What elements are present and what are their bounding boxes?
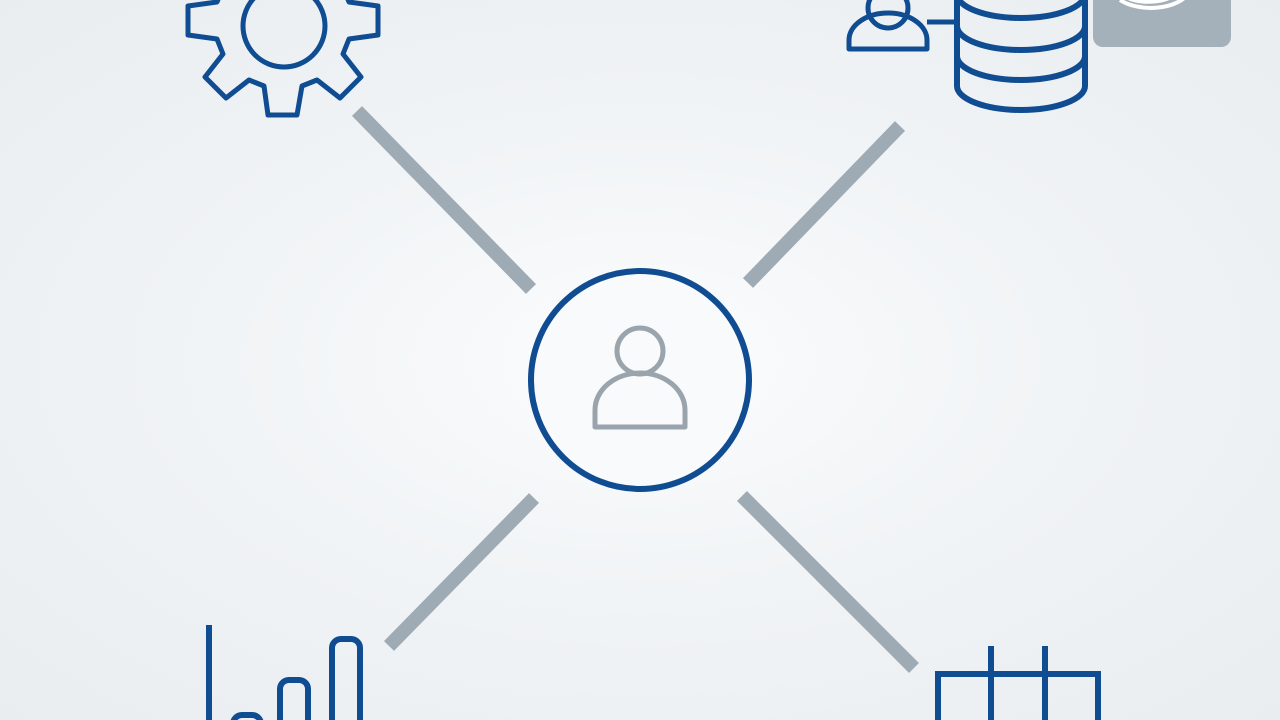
center-node — [528, 268, 752, 492]
connectors — [351, 106, 919, 673]
chart-bar-3 — [329, 636, 363, 720]
chart-bar-1 — [230, 712, 264, 720]
center-circle — [528, 268, 752, 492]
tile-inner-icon — [1118, 0, 1185, 10]
connector-top-left — [351, 106, 537, 294]
gear-icon — [185, 0, 381, 118]
user-database-icon — [846, 0, 1231, 113]
connector-bottom-right — [737, 491, 919, 673]
grid-table-icon — [935, 646, 1101, 720]
bar-chart-icon — [206, 625, 363, 720]
user-icon — [592, 325, 688, 430]
connector-bottom-left — [383, 493, 540, 651]
database-icon — [954, 0, 1088, 113]
connector-top-right — [742, 121, 906, 288]
chart-bar-2 — [277, 677, 311, 720]
tile-badge — [1093, 0, 1231, 47]
person-icon — [846, 0, 955, 52]
